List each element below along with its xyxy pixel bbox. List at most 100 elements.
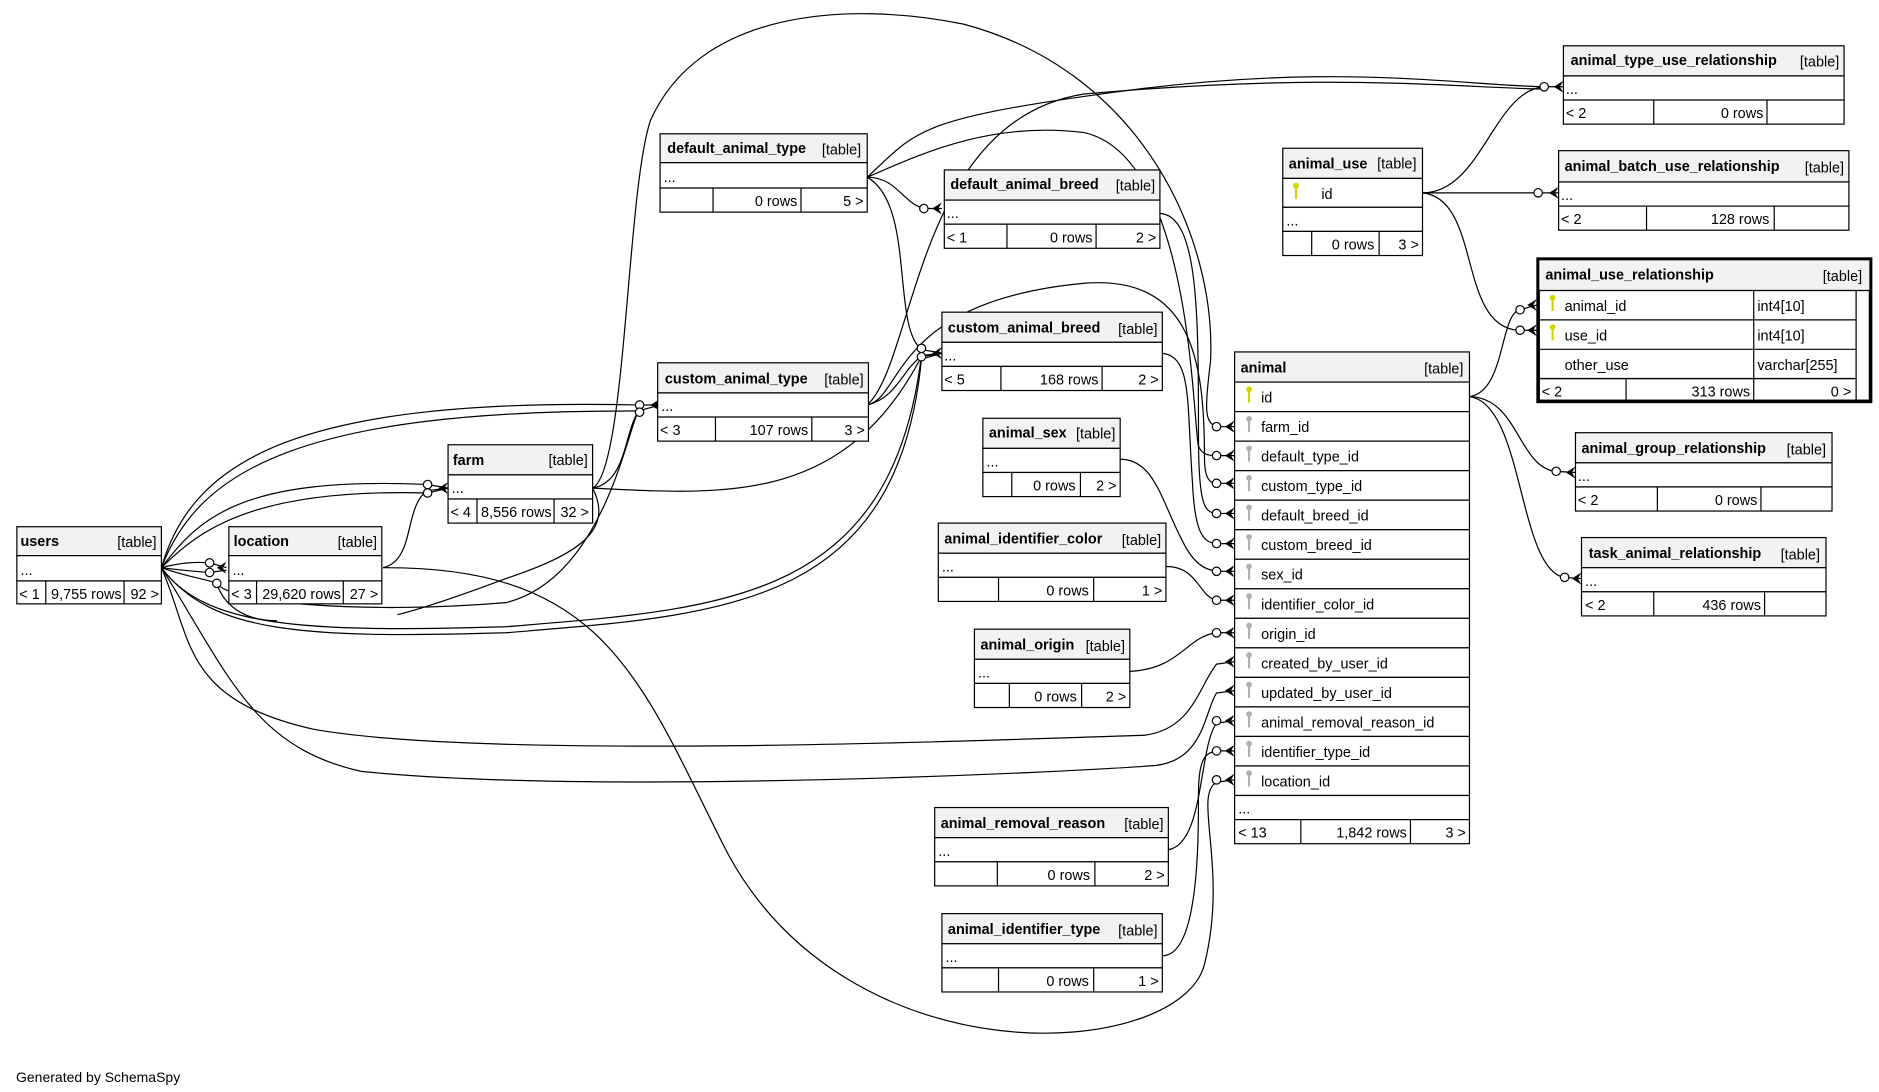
row-count: 0 rows — [1046, 974, 1089, 990]
crows-foot-icon — [1224, 626, 1235, 639]
table-name: farm — [453, 453, 484, 469]
column-name: custom_type_id — [1261, 479, 1362, 495]
table-farm[interactable]: farm [table] ... < 4 8,556 rows 32 > — [447, 444, 594, 524]
table-default-animal-type[interactable]: default_animal_type [table] ... 0 rows 5… — [659, 133, 868, 213]
optional-marker — [1211, 566, 1222, 577]
table-animal-use[interactable]: animal_use [table] id ... 0 rows 3 > — [1282, 147, 1424, 257]
column-name: location_id — [1261, 774, 1330, 790]
column-row[interactable]: custom_breed_id — [1233, 529, 1471, 560]
edge-default-breed-animal — [1158, 212, 1235, 515]
column-row[interactable]: origin_id — [1233, 617, 1471, 649]
table-type-tag: [table] — [1823, 269, 1862, 285]
parents-count[interactable]: < 5 — [944, 372, 964, 388]
parents-count[interactable]: < 2 — [1566, 106, 1586, 122]
parents-count[interactable]: < 4 — [450, 505, 470, 521]
parents-count[interactable]: < 2 — [1561, 212, 1581, 228]
children-count[interactable]: 27 > — [350, 587, 379, 603]
parents-count[interactable]: < 2 — [1578, 493, 1598, 509]
crows-foot-icon — [932, 202, 942, 215]
parents-count[interactable]: < 2 — [1542, 385, 1562, 401]
table-name: default_animal_type — [667, 141, 806, 157]
columns-ellipsis: ... — [944, 348, 956, 364]
table-default-animal-breed[interactable]: default_animal_breed [table] ... < 1 0 r… — [943, 169, 1161, 249]
children-count[interactable]: 3 > — [1445, 826, 1465, 842]
children-count[interactable]: 32 > — [560, 505, 589, 521]
optional-marker — [1559, 572, 1570, 583]
children-count[interactable]: 92 > — [130, 587, 159, 603]
children-count[interactable]: 2 > — [1136, 230, 1156, 246]
column-row[interactable]: animal_removal_reason_id — [1233, 706, 1471, 738]
column-row[interactable]: default_breed_id — [1233, 499, 1471, 531]
table-users[interactable]: users [table] ... < 1 9,755 rows 92 > — [16, 526, 163, 605]
columns-ellipsis: ... — [1578, 469, 1590, 485]
table-animal[interactable]: animal [table] idfarm_iddefault_type_idc… — [1233, 351, 1471, 845]
children-count[interactable]: 3 > — [844, 423, 864, 439]
column-row[interactable]: id — [1233, 381, 1471, 413]
columns-ellipsis: ... — [232, 563, 244, 579]
parents-count[interactable]: < 3 — [660, 423, 680, 439]
table-custom-animal-type[interactable]: custom_animal_type [table] ... < 3 107 r… — [657, 362, 870, 442]
table-animal-group-relationship[interactable]: animal_group_relationship [table] ... < … — [1574, 432, 1833, 512]
table-animal-removal-reason[interactable]: animal_removal_reason [table] ... 0 rows… — [934, 806, 1169, 887]
optional-marker — [211, 578, 222, 589]
parents-count[interactable]: < 1 — [947, 230, 967, 246]
table-task-animal-relationship[interactable]: task_animal_relationship [table] ... < 2… — [1580, 536, 1827, 617]
table-name: animal_identifier_color — [944, 532, 1102, 548]
children-count[interactable]: 2 > — [1144, 868, 1164, 884]
column-row[interactable]: identifier_color_id — [1233, 588, 1471, 619]
column-name: updated_by_user_id — [1261, 686, 1392, 702]
column-row[interactable]: location_id — [1233, 765, 1471, 797]
column-row[interactable]: custom_type_id — [1233, 470, 1471, 501]
table-type-tag: [table] — [338, 535, 377, 551]
row-count: 29,620 rows — [262, 587, 341, 603]
table-name: users — [20, 534, 59, 550]
table-animal-sex[interactable]: animal_sex [table] ... 0 rows 2 > — [982, 417, 1121, 498]
table-custom-animal-breed[interactable]: custom_animal_breed [table] ... < 5 168 … — [941, 311, 1163, 392]
table-animal-origin[interactable]: animal_origin [table] ... 0 rows 2 > — [973, 628, 1131, 709]
edge-custom-type-custom-breed-2 — [867, 352, 943, 406]
edge-custom-type-type-use — [866, 81, 1545, 406]
table-animal-use-relationship[interactable]: animal_use_relationship [table] animal_i… — [1536, 257, 1873, 404]
table-name: animal_use_relationship — [1545, 268, 1714, 284]
parents-count[interactable]: < 13 — [1238, 826, 1267, 842]
table-animal-type-use-relationship[interactable]: animal_type_use_relationship [table] ...… — [1562, 45, 1845, 125]
row-count: 0 rows — [1033, 479, 1076, 495]
parents-count[interactable]: < 2 — [1585, 598, 1605, 614]
children-count[interactable]: 0 > — [1831, 385, 1851, 401]
crows-foot-icon — [1224, 744, 1235, 757]
children-count[interactable]: 1 > — [1142, 583, 1162, 599]
table-location[interactable]: location [table] ... < 3 29,620 rows 27 … — [228, 526, 383, 605]
children-count[interactable]: 3 > — [1398, 237, 1418, 253]
parents-count[interactable]: < 1 — [19, 587, 39, 603]
column-row[interactable]: updated_by_user_id — [1233, 676, 1471, 708]
table-animal-identifier-type[interactable]: animal_identifier_type [table] ... 0 row… — [941, 913, 1163, 993]
row-count: 0 rows — [1034, 689, 1077, 705]
column-row[interactable]: identifier_type_id — [1233, 735, 1471, 767]
column-row[interactable]: sex_id — [1233, 558, 1471, 590]
children-count[interactable]: 2 > — [1096, 479, 1116, 495]
table-animal-batch-use-relationship[interactable]: animal_batch_use_relationship [table] ..… — [1558, 150, 1850, 231]
column-type: varchar[255] — [1757, 358, 1837, 374]
column-row[interactable]: default_type_id — [1233, 440, 1471, 472]
optional-marker — [1515, 325, 1525, 336]
columns-ellipsis: ... — [20, 563, 32, 579]
column-row[interactable]: farm_id — [1233, 411, 1471, 442]
optional-marker — [1539, 81, 1549, 92]
optional-marker — [1551, 466, 1562, 477]
children-count[interactable]: 5 > — [843, 194, 863, 210]
optional-marker — [1211, 775, 1222, 785]
row-count: 0 rows — [1050, 230, 1093, 246]
column-row[interactable]: created_by_user_id — [1233, 647, 1471, 678]
children-count[interactable]: 2 > — [1106, 689, 1126, 705]
children-count[interactable]: 1 > — [1138, 974, 1158, 990]
children-count[interactable]: 2 > — [1138, 372, 1158, 388]
parents-count[interactable]: < 3 — [231, 587, 251, 603]
optional-marker — [1211, 715, 1222, 726]
table-name: animal_group_relationship — [1581, 441, 1766, 457]
columns-ellipsis: ... — [452, 481, 464, 497]
table-name: animal_sex — [989, 426, 1067, 442]
table-animal-identifier-color[interactable]: animal_identifier_color [table] ... 0 ro… — [937, 522, 1167, 603]
